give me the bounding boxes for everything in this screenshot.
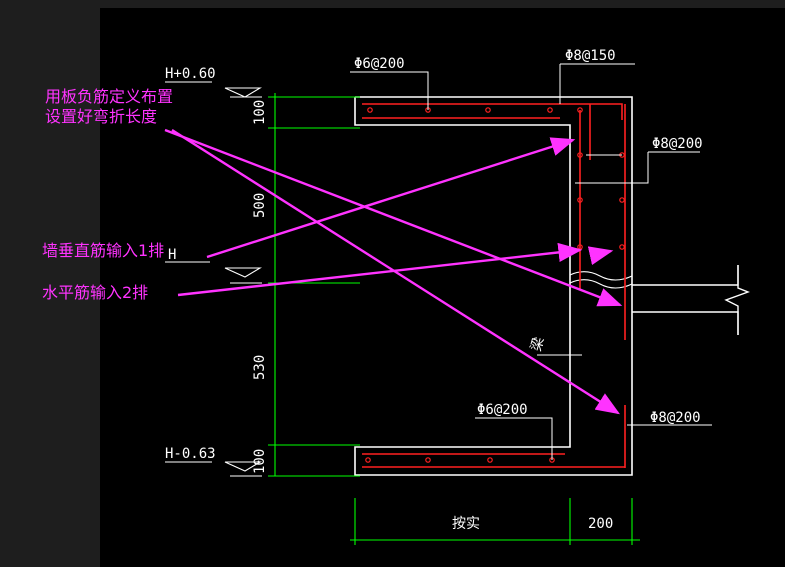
dim-width-as-built: 按实 <box>452 516 480 532</box>
annotation-negative-rebar-line1: 用板负筋定义布置 <box>45 87 173 106</box>
elevation-top-label: H+0.60 <box>165 66 216 82</box>
rebar-label-bottom-slab: Φ6@200 <box>477 402 528 418</box>
dim-lower-wall: 530 <box>252 355 268 380</box>
dim-upper-wall: 500 <box>252 193 268 218</box>
leader-bottom-slab <box>475 417 553 460</box>
dim-bottom-slab: 100 <box>252 449 268 474</box>
leader-top-slab <box>350 71 429 110</box>
rebar-label-top-slab: Φ6@200 <box>354 56 405 72</box>
left-panel <box>0 0 100 567</box>
elevation-middle-label: H <box>168 247 176 263</box>
annotation-horizontal: 水平筋输入2排 <box>42 283 148 302</box>
leader-wall-upper <box>575 151 700 184</box>
elevation-marker-top <box>165 81 262 98</box>
arrow-vertical-to-wall <box>206 137 576 259</box>
beam-label: 梁 <box>528 335 547 353</box>
arrow-negative-to-wall-outer <box>164 128 623 307</box>
beam-stub <box>632 265 739 335</box>
wall-break-line <box>569 271 633 289</box>
break-line <box>724 265 750 335</box>
rebar-label-top-corner: Φ8@150 <box>565 48 616 64</box>
top-slab-rebar <box>362 103 623 120</box>
dim-wall-width: 200 <box>588 516 613 532</box>
drawing-canvas[interactable] <box>100 8 785 567</box>
elevation-marker-middle <box>165 261 262 284</box>
horizontal-dimension-ticks <box>354 498 633 545</box>
elevation-bottom-label: H-0.63 <box>165 446 216 462</box>
arrow-horizontal-to-wall <box>177 242 583 297</box>
concrete-outline <box>354 96 633 476</box>
dimension-ticks <box>268 96 360 477</box>
dim-top-slab: 100 <box>252 100 268 125</box>
leader-top-corner <box>559 63 635 104</box>
annotation-wall-vertical: 墙垂直筋输入1排 <box>42 241 164 260</box>
arrow-horizontal-small <box>587 246 614 266</box>
annotation-negative-rebar-line2: 设置好弯折长度 <box>45 107 157 126</box>
rebar-label-wall-lower: Φ8@200 <box>650 410 701 426</box>
elevation-marker-bottom <box>165 461 262 477</box>
rebar-label-wall-upper: Φ8@200 <box>652 136 703 152</box>
